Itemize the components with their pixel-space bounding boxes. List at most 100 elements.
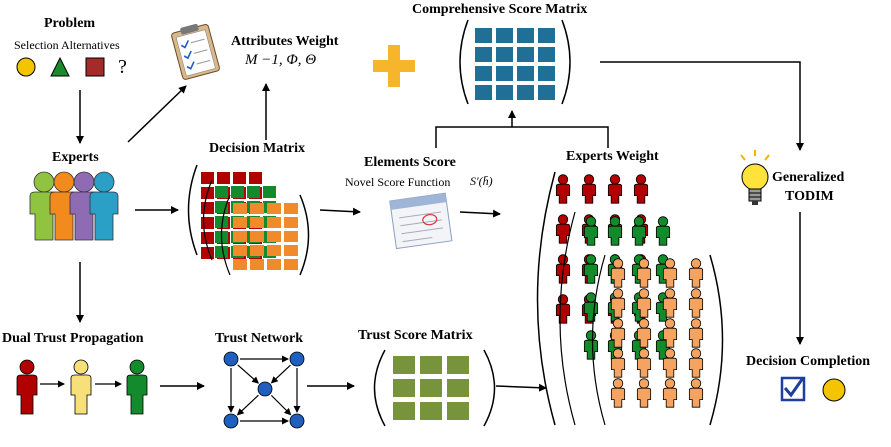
matrix-cell — [475, 85, 492, 100]
person-icon — [583, 330, 599, 360]
experts-weight-title: Experts Weight — [566, 149, 659, 164]
matrix-cell — [250, 231, 264, 242]
generalized-todim-line1: Generalized — [772, 170, 845, 185]
matrix-cell — [215, 246, 228, 258]
expert-body — [89, 191, 119, 241]
flow-arrows — [40, 61, 804, 392]
network-node — [223, 413, 239, 429]
matrix-cell — [420, 402, 442, 420]
decision-matrix-graphic — [187, 164, 310, 276]
network-edge — [236, 394, 259, 416]
network-edge — [270, 394, 292, 416]
person-icon — [633, 174, 649, 204]
matrix-cell — [447, 402, 469, 420]
person-icon — [662, 348, 678, 378]
decision-matrix-title: Decision Matrix — [209, 141, 306, 156]
trust-network-graphic — [223, 351, 305, 429]
matrix-cell — [496, 66, 513, 81]
person-icon — [555, 214, 571, 244]
question-mark: ? — [118, 56, 127, 78]
attributes-weight-formula: M −1, Φ, Θ — [245, 52, 317, 68]
matrix-bracket — [591, 254, 606, 426]
matrix-cell — [233, 245, 247, 256]
comprehensive-score-matrix-graphic — [475, 28, 555, 100]
person-head — [129, 359, 145, 375]
person-icon — [607, 174, 623, 204]
lightbulb-icon — [740, 150, 770, 205]
person-icon — [688, 288, 704, 318]
matrix-cell — [496, 85, 513, 100]
decision-completion-title: Decision Completion — [746, 354, 871, 369]
person-icon — [662, 288, 678, 318]
person-icon — [636, 348, 652, 378]
matrix-cell — [475, 66, 492, 81]
matrix-cell — [267, 217, 281, 228]
network-edge — [237, 364, 260, 384]
problem-subtitle: Selection Alternatives — [14, 38, 120, 52]
attributes-weight-title: Attributes Weight — [231, 34, 339, 49]
matrix-cell — [233, 231, 247, 242]
matrix-cell — [393, 356, 415, 374]
person-icon — [583, 254, 599, 284]
matrix-bracket — [220, 194, 231, 276]
expert-head — [93, 171, 115, 193]
person-icon — [581, 174, 597, 204]
matrix-cell — [215, 216, 228, 228]
person-icon — [610, 378, 626, 408]
matrix-cell — [233, 259, 247, 270]
matrix-cell — [496, 28, 513, 43]
matrix-cell — [393, 402, 415, 420]
comprehensive-score-matrix-title: Comprehensive Score Matrix — [412, 2, 588, 17]
matrix-cell — [475, 47, 492, 62]
matrix-cell — [267, 231, 281, 242]
experts-group-icon — [29, 171, 119, 241]
matrix-cell — [267, 203, 281, 214]
matrix-cell — [250, 245, 264, 256]
matrix-cell — [538, 85, 555, 100]
matrix-cell — [250, 203, 264, 214]
clipboard-checklist-icon — [171, 23, 220, 80]
elements-score-title: Elements Score — [364, 155, 456, 170]
matrix-cell — [447, 356, 469, 374]
person-body — [16, 374, 38, 415]
matrix-bracket — [202, 179, 213, 261]
person-icon — [631, 216, 647, 246]
person-icon — [688, 348, 704, 378]
alternative-circle-icon — [16, 57, 36, 77]
network-node — [289, 351, 305, 367]
network-edge — [270, 364, 291, 384]
person-icon — [583, 216, 599, 246]
person-icon — [688, 258, 704, 288]
expert-head — [53, 171, 75, 193]
dual-trust-propagation-title: Dual Trust Propagation — [2, 331, 144, 346]
dual-trust-persons-graphic — [16, 359, 148, 415]
matrix-cell — [250, 217, 264, 228]
alternative-triangle-icon — [50, 56, 70, 77]
matrix-cell — [267, 259, 281, 270]
person-icon — [636, 318, 652, 348]
result-circle-icon — [822, 378, 846, 402]
trust-network-title: Trust Network — [215, 331, 304, 346]
experts-title: Experts — [52, 150, 99, 165]
matrix-cell — [420, 379, 442, 397]
matrix-cell — [517, 85, 534, 100]
person-icon — [662, 378, 678, 408]
matrix-cell — [284, 203, 298, 214]
network-node — [289, 413, 305, 429]
person-icon — [607, 216, 623, 246]
person-head — [73, 359, 89, 375]
matrix-cell — [215, 186, 228, 198]
person-icon — [688, 318, 704, 348]
person-icon — [555, 294, 571, 324]
matrix-cell — [475, 28, 492, 43]
person-body — [70, 374, 92, 415]
experts-weight-graphic — [536, 171, 724, 426]
matrix-cell — [496, 47, 513, 62]
matrix-cell — [217, 172, 230, 184]
person-icon — [610, 318, 626, 348]
trust-score-matrix-graphic — [393, 356, 469, 420]
matrix-cell — [231, 186, 244, 198]
matrix-cell — [284, 217, 298, 228]
person-icon — [636, 378, 652, 408]
person-icon — [636, 258, 652, 288]
